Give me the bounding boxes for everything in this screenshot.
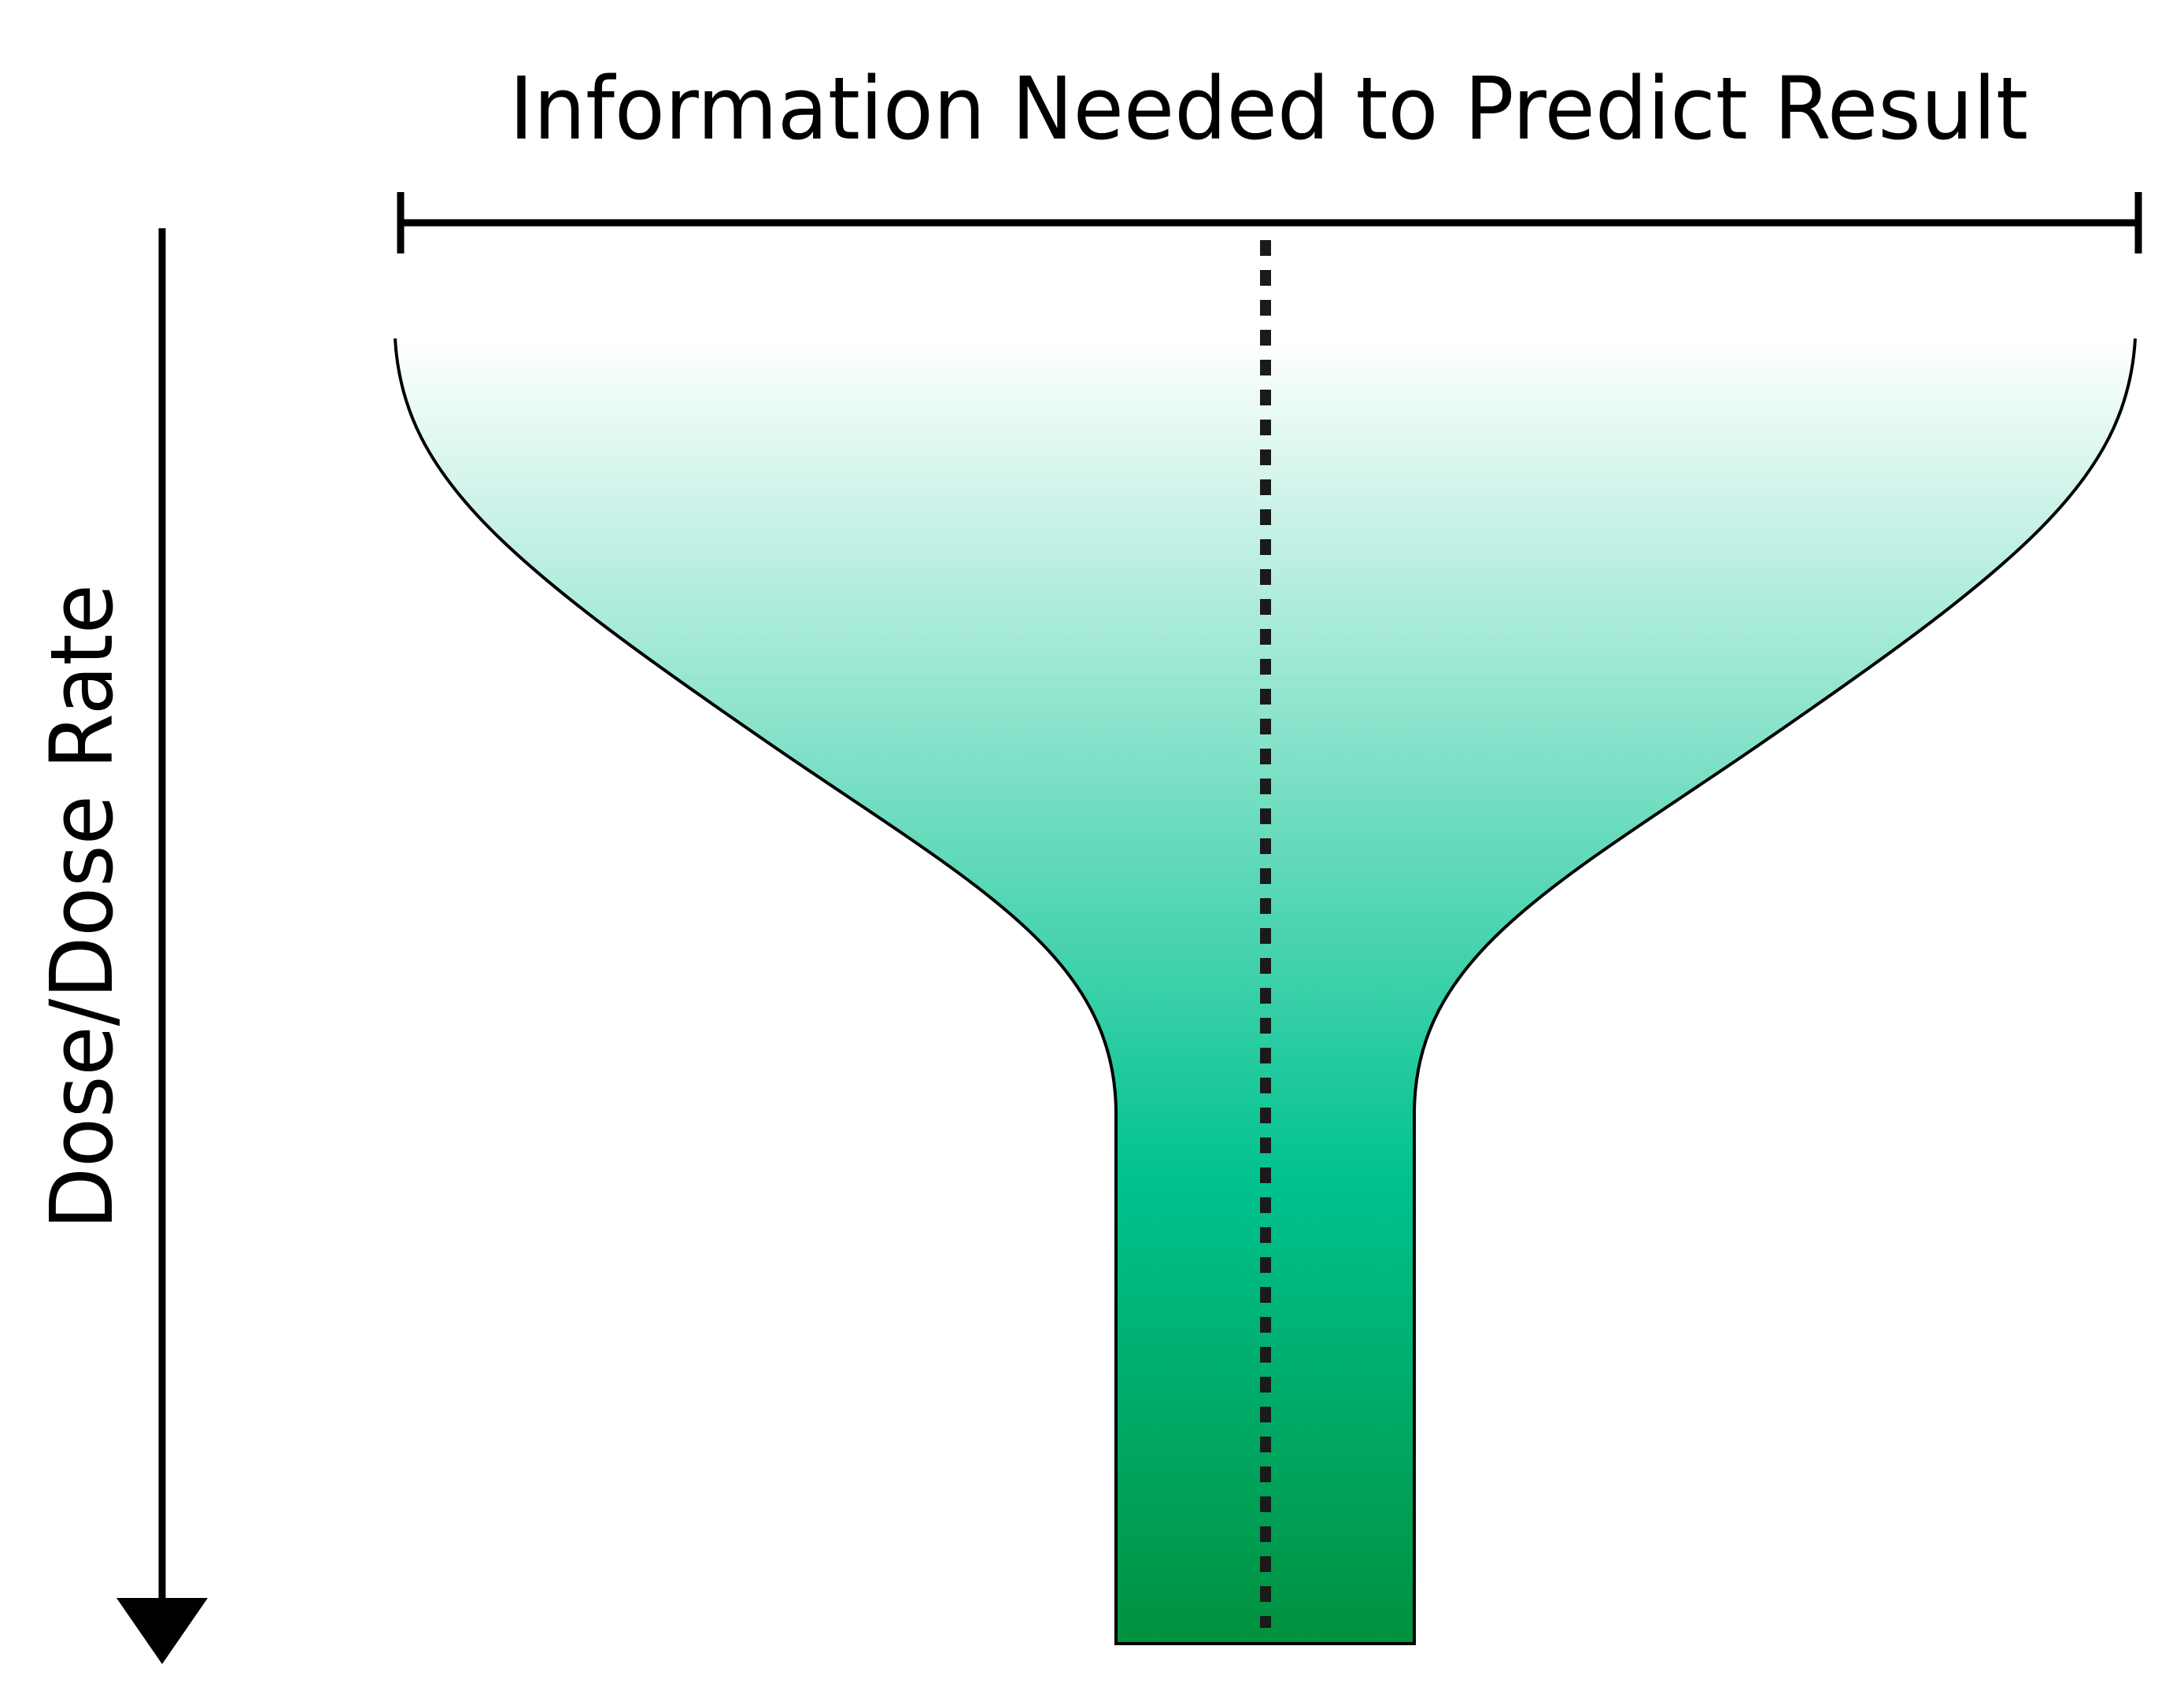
top-label: Information Needed to Predict Result [509,58,2028,159]
information-range-bar [397,192,2142,253]
side-label: Dose/Dose Rate [31,584,132,1230]
arrow-down-icon [116,1598,208,1664]
dose-arrow [116,228,208,1664]
